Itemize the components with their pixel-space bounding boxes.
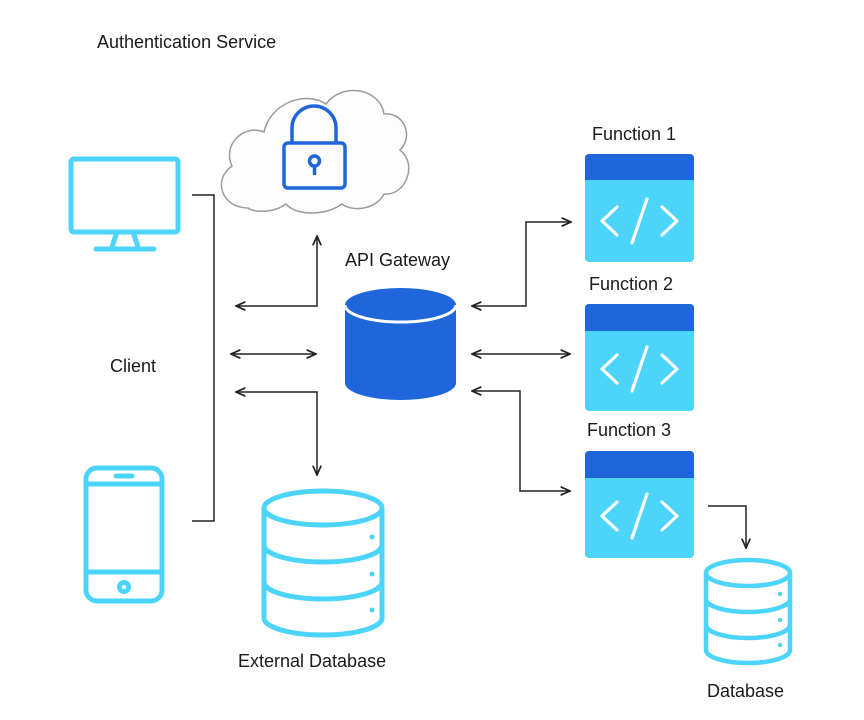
database-label: Database	[707, 681, 784, 701]
arrow-gateway-function-1	[472, 222, 571, 306]
function-2-label: Function 2	[589, 274, 673, 294]
function-3-box	[585, 451, 694, 558]
client-bracket	[192, 194, 215, 522]
function-3-label: Function 3	[587, 420, 671, 440]
arrow-client-external-db	[236, 392, 317, 475]
mobile-phone-icon	[83, 465, 165, 604]
function-1-label: Function 1	[592, 124, 676, 144]
client-label: Client	[110, 356, 156, 376]
api-gateway-cylinder-icon	[343, 288, 458, 400]
desktop-monitor-icon	[68, 156, 181, 252]
arrow-gateway-function-3	[472, 391, 570, 491]
database-icon	[703, 557, 793, 666]
code-brackets-icon	[600, 492, 679, 540]
padlock-icon	[282, 104, 347, 190]
function-2-box	[585, 304, 694, 411]
external-database-icon	[261, 488, 385, 638]
arrow-function-3-database	[708, 505, 746, 548]
api-gateway-label: API Gateway	[345, 250, 450, 270]
auth-service-label: Authentication Service	[97, 32, 276, 52]
external-database-label: External Database	[238, 651, 386, 671]
code-brackets-icon	[600, 197, 679, 245]
function-1-box	[585, 154, 694, 262]
code-brackets-icon	[600, 345, 679, 393]
arrow-client-auth	[236, 236, 317, 306]
cloud-icon	[220, 89, 410, 214]
